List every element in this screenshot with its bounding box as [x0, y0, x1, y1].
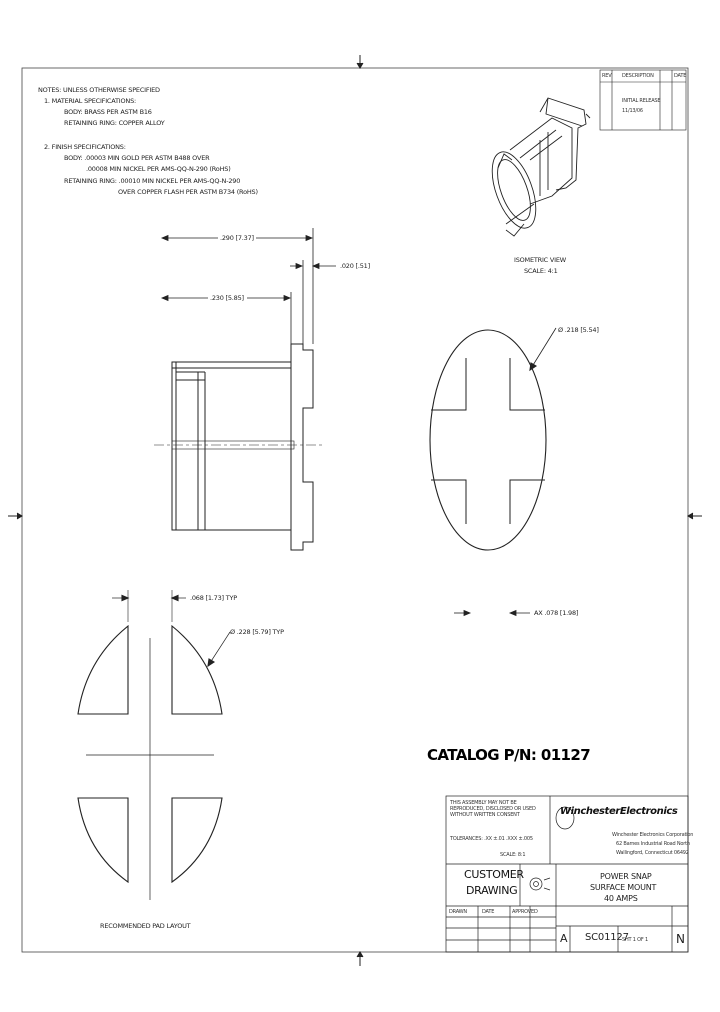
dimension-body-length [160, 292, 292, 344]
isometric-view [491, 97, 591, 237]
note-ring-material: RETAINING RING: COPPER ALLOY [64, 119, 165, 127]
title-tolerance-note: THIS ASSEMBLY MAY NOT BE REPRODUCED, DIS… [450, 800, 536, 818]
product-title-2: SURFACE MOUNT [590, 883, 657, 892]
note-ring-finish-1: RETAINING RING: .00010 MIN NICKEL PER AM… [64, 177, 241, 185]
dimension-overall-length [160, 228, 314, 344]
pad-layout [77, 590, 231, 900]
dim-pad-diameter: Ø .228 [5.79] TYP [230, 628, 284, 636]
dim-body-length: .230 [5.85] [210, 294, 244, 302]
dim-flange-thickness: .020 [.51] [340, 262, 370, 270]
catalog-part-number: CATALOG P/N: 01127 [427, 746, 591, 764]
sheet-number: SHT 1 OF 1 [622, 937, 648, 943]
rev-date: 11/13/06 [622, 108, 643, 114]
dim-pin-spacing: AX .078 [1.98] [534, 609, 579, 617]
label-date: DATE [482, 909, 495, 915]
title-dec-tolerance: TOLERANCES: .XX ±.01 .XXX ±.005 [450, 836, 533, 842]
dim-overall-length: .290 [7.37] [220, 234, 254, 242]
note-body-finish-1: BODY: .00003 MIN GOLD PER ASTM B488 OVER [64, 154, 210, 162]
title-scale-note: SCALE: 8:1 [500, 852, 526, 858]
dim-diameter: Ø .218 [5.54] [558, 326, 599, 334]
dim-pad-gap: .068 [1.73] TYP [190, 594, 238, 602]
rev-col-rev: REV [602, 73, 612, 79]
pad-layout-label: RECOMMENDED PAD LAYOUT [100, 922, 191, 930]
isometric-label: ISOMETRIC VIEW [514, 256, 566, 264]
rev-letter: N [676, 932, 685, 946]
note-material-heading: 1. MATERIAL SPECIFICATIONS: [44, 97, 136, 105]
company-name: Winchester Electronics Corporation [612, 832, 694, 838]
revision-block [599, 69, 687, 131]
company-address-2: Wallingford, Connecticut 06492 [616, 850, 689, 856]
title-block [445, 795, 689, 953]
note-body-finish-2: .00008 MIN NICKEL PER AMS-QQ-N-290 (RoHS… [86, 165, 231, 173]
drawing-border [21, 67, 689, 953]
notes-heading: NOTES: UNLESS OTHERWISE SPECIFIED [38, 86, 160, 94]
company-address-1: 62 Barnes Industrial Road North [616, 841, 690, 847]
dimension-pin-spacing [454, 609, 530, 617]
product-title-3: 40 AMPS [604, 894, 638, 903]
part-number: SC01127 [585, 932, 629, 943]
label-drawn: DRAWN [449, 909, 467, 915]
size-letter: A [560, 932, 568, 945]
customer-drawing-line2: DRAWING [466, 884, 518, 897]
company-logo: WinchesterElectronics [560, 806, 678, 817]
rev-col-description: DESCRIPTION [622, 73, 654, 79]
rev-description: INITIAL RELEASE [622, 98, 661, 104]
scale-label: SCALE: 4:1 [524, 267, 558, 275]
note-finish-heading: 2. FINISH SPECIFICATIONS: [44, 143, 126, 151]
end-view [429, 327, 557, 551]
customer-drawing-line1: CUSTOMER [464, 868, 524, 881]
side-view [154, 343, 322, 551]
rev-col-date: DATE [674, 73, 687, 79]
dimension-flange [290, 260, 336, 344]
note-body-material: BODY: BRASS PER ASTM B16 [64, 108, 152, 116]
product-title-1: POWER SNAP [600, 872, 652, 881]
note-ring-finish-2: OVER COPPER FLASH PER ASTM B734 (RoHS) [118, 188, 258, 196]
label-approved: APPROVED [512, 909, 538, 915]
